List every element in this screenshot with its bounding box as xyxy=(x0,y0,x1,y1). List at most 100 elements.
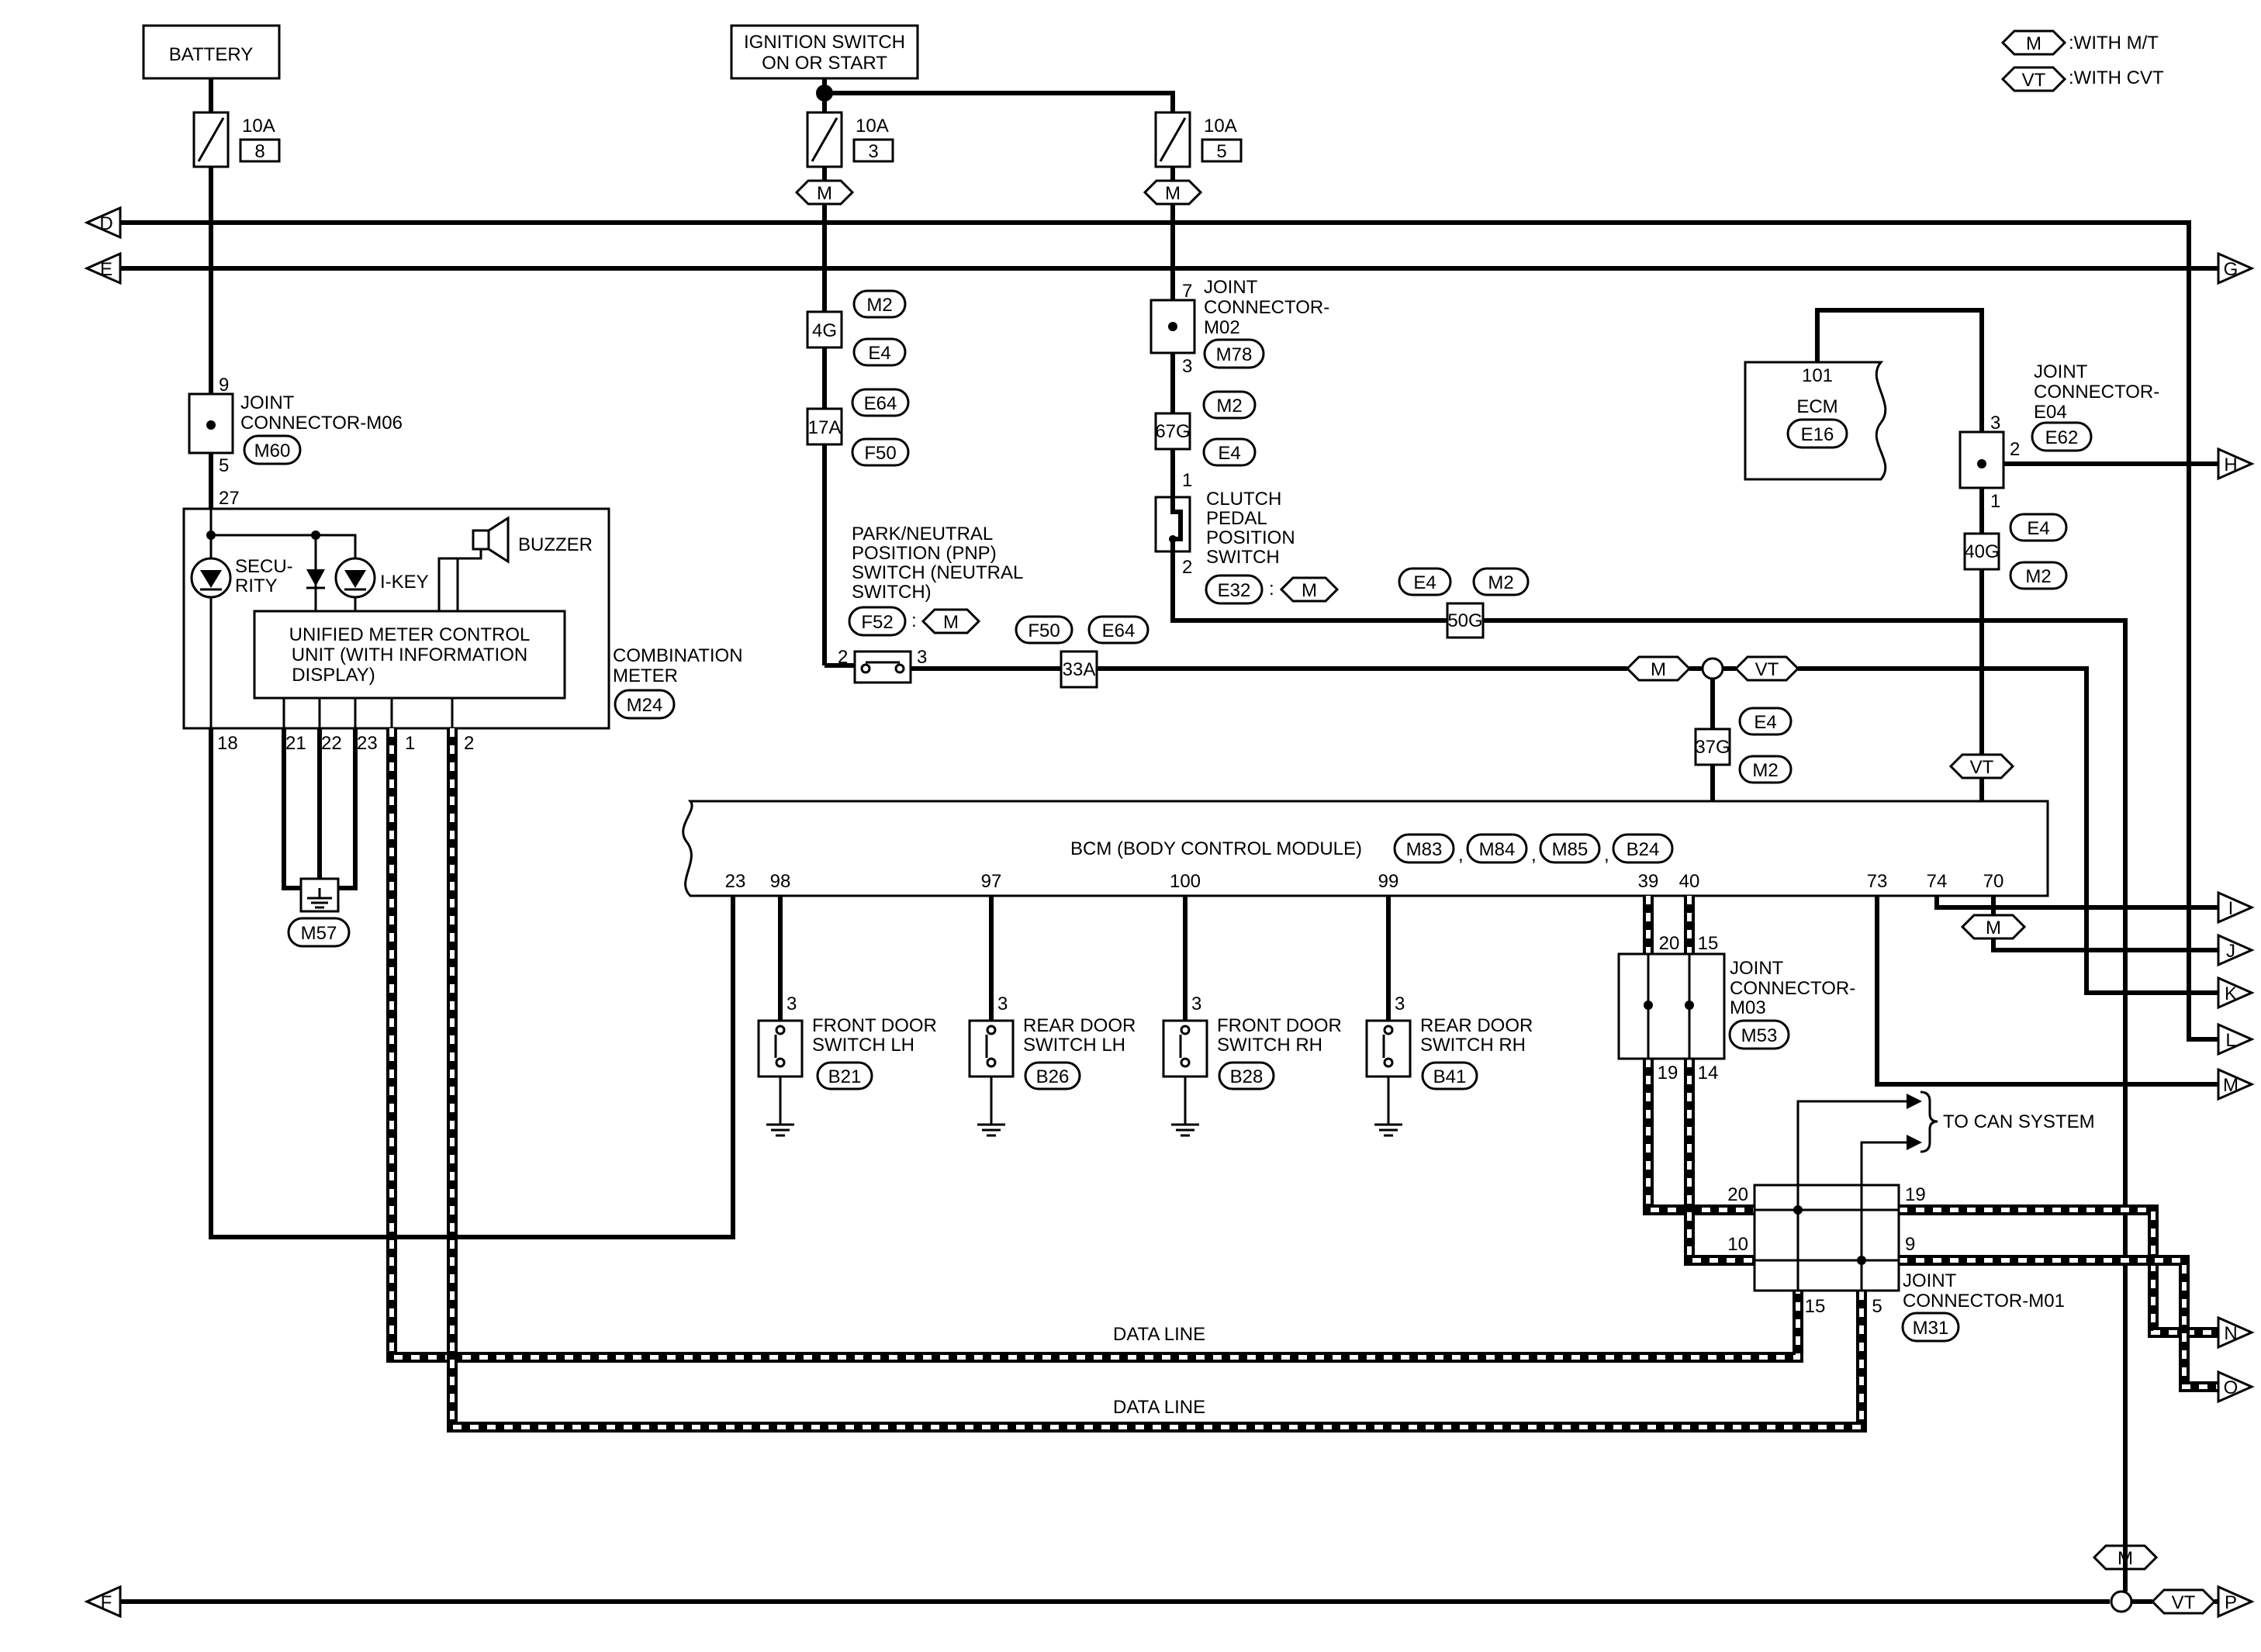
m-tag-fuse5 xyxy=(1143,179,1203,206)
wire-to-M xyxy=(1875,896,2218,1087)
harness-40g xyxy=(1963,532,2000,571)
pin-m01-19: 19 xyxy=(1905,1184,1926,1205)
rdr-label-1: REAR DOOR xyxy=(1420,1015,1533,1036)
jc-m02-label-2: CONNECTOR- xyxy=(1204,297,1329,318)
conn-badge-e62 xyxy=(2031,421,2093,452)
legend: M :WITH M/T VT :WITH CVT xyxy=(2000,29,2164,92)
svg-text:E4: E4 xyxy=(1413,572,1436,593)
pin-ecm-101: 101 xyxy=(1802,365,1833,386)
svg-text:L: L xyxy=(2225,1030,2235,1051)
m-tag-p xyxy=(2092,1544,2159,1571)
m-tag-fuse3 xyxy=(794,179,855,206)
svg-text:4G: 4G xyxy=(812,320,837,341)
pin-meter-23: 23 xyxy=(357,733,378,754)
harness-33a xyxy=(1060,650,1098,689)
ecm-label: ECM xyxy=(1796,396,1837,417)
splice-f-p xyxy=(2110,1590,2133,1613)
svg-text:3: 3 xyxy=(1395,994,1405,1014)
jc-m02-label-1: JOINT xyxy=(1204,277,1258,298)
jc-m03-label-1: JOINT xyxy=(1730,958,1784,979)
conn-badge-b41 xyxy=(1421,1061,1478,1090)
legend-vt-tag xyxy=(2000,66,2067,92)
conn-badge-m2-b xyxy=(1202,390,1257,420)
svg-text:F50: F50 xyxy=(864,443,896,464)
pin-e04-1: 1 xyxy=(1990,491,2000,512)
harness-50g xyxy=(1446,602,1485,639)
pin-m01-15: 15 xyxy=(1805,1296,1826,1317)
page-ref-G xyxy=(2217,251,2255,285)
conn-badge-e32 xyxy=(1205,574,1264,605)
conn-badge-m85 xyxy=(1539,833,1601,864)
combination-meter-label-2: METER xyxy=(613,665,678,686)
pin-meter-2: 2 xyxy=(464,733,474,754)
conn-badge-e4-e xyxy=(2009,513,2068,542)
svg-text:M: M xyxy=(943,612,959,633)
pin-m01-9: 9 xyxy=(1905,1234,1915,1255)
data-line-label-1: DATA LINE xyxy=(1113,1324,1205,1345)
page-ref-H xyxy=(2217,447,2255,481)
data-line-2 xyxy=(447,728,1867,1433)
pnp-switch xyxy=(853,650,912,684)
svg-text:M: M xyxy=(1165,183,1181,204)
svg-text:M57: M57 xyxy=(301,923,337,944)
legend-vt-tag-text: VT xyxy=(2022,70,2046,91)
svg-text:E32: E32 xyxy=(1218,580,1251,601)
fdr-label-2: SWITCH RH xyxy=(1217,1035,1322,1056)
jc-e04-label-1: JOINT xyxy=(2034,361,2088,382)
conn-badge-f52 xyxy=(848,606,907,637)
fuse-3-amp: 10A xyxy=(856,116,889,137)
joint-connector-m01 xyxy=(1753,1184,1900,1292)
svg-text:M2: M2 xyxy=(866,295,892,316)
svg-text:B26: B26 xyxy=(1036,1066,1070,1087)
conn-badge-m78 xyxy=(1203,338,1265,369)
page-ref-O xyxy=(2217,1370,2255,1404)
pin-m03-19: 19 xyxy=(1658,1063,1678,1083)
fdr-label-1: FRONT DOOR xyxy=(1217,1015,1342,1036)
pin-bcm-99: 99 xyxy=(1378,871,1399,892)
data-line-label-2: DATA LINE xyxy=(1113,1397,1205,1418)
jc-m03-label-2: CONNECTOR- xyxy=(1730,978,1855,999)
splice-m-vt xyxy=(1701,657,1724,680)
battery-label: BATTERY xyxy=(169,44,253,65)
pin-cpp-1: 1 xyxy=(1182,470,1192,491)
svg-text:O: O xyxy=(2224,1377,2239,1398)
conn-badge-m84 xyxy=(1466,833,1528,864)
page-ref-F-text: F xyxy=(101,1592,112,1613)
front-door-switch-rh xyxy=(1162,896,1208,1137)
conn-badge-e64-a xyxy=(851,388,910,417)
svg-text:H: H xyxy=(2224,454,2237,475)
page-ref-M xyxy=(2217,1067,2255,1101)
svg-text:M2: M2 xyxy=(1488,572,1513,593)
harness-37g xyxy=(1694,728,1731,766)
wire-D-L xyxy=(120,220,2218,1042)
svg-text:E64: E64 xyxy=(864,393,897,414)
umcu-label-2: UNIT (WITH INFORMATION xyxy=(292,645,527,665)
harness-4g xyxy=(806,310,843,349)
jc-m01-label-1: JOINT xyxy=(1903,1270,1957,1291)
ground-icon xyxy=(299,877,340,913)
pin-bcm-100: 100 xyxy=(1170,871,1201,892)
svg-text:M24: M24 xyxy=(627,695,663,716)
svg-text:M84: M84 xyxy=(1479,839,1516,860)
svg-text:F52: F52 xyxy=(861,612,893,633)
joint-connector-m03 xyxy=(1617,952,1726,1060)
pin-bcm-97: 97 xyxy=(981,871,1002,892)
svg-text:E4: E4 xyxy=(1218,443,1240,464)
pin-bcm-40: 40 xyxy=(1679,871,1700,892)
combination-meter-label-1: COMBINATION xyxy=(613,645,743,666)
svg-text:K: K xyxy=(2225,983,2237,1004)
rear-door-switch-rh xyxy=(1365,896,1412,1137)
svg-text:J: J xyxy=(2226,941,2235,962)
pin-bcm-70: 70 xyxy=(1983,871,2004,892)
legend-m-tag xyxy=(2000,29,2067,56)
svg-text:I: I xyxy=(2228,898,2234,919)
svg-text:3: 3 xyxy=(997,994,1008,1014)
m-tag-pnp xyxy=(921,608,981,634)
conn-badge-m57 xyxy=(287,917,351,948)
conn-badge-e64-b xyxy=(1087,615,1150,645)
wire-to-J xyxy=(1991,938,2218,952)
svg-text:M53: M53 xyxy=(1741,1025,1778,1046)
svg-text:F50: F50 xyxy=(1028,620,1060,641)
svg-text::: : xyxy=(1269,579,1274,600)
conn-badge-m2-e xyxy=(2009,561,2068,590)
